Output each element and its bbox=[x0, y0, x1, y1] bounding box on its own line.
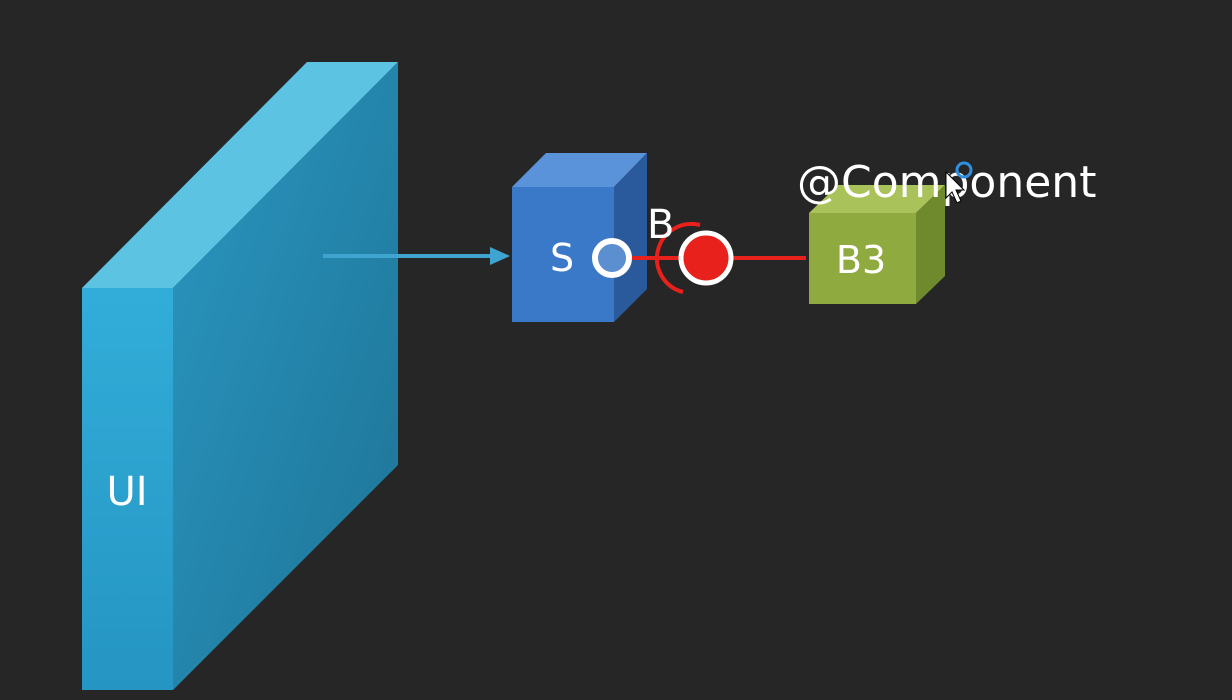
ui-block-label: UI bbox=[106, 469, 147, 515]
bean-block-top bbox=[809, 185, 945, 213]
service-block-top bbox=[512, 153, 647, 187]
service-block-label: S bbox=[550, 236, 574, 280]
ui-block: UI bbox=[82, 62, 398, 690]
ui-to-service-arrow bbox=[323, 247, 510, 265]
bean-block-side bbox=[916, 185, 945, 304]
bean-block-front bbox=[809, 213, 916, 304]
service-block: S bbox=[512, 153, 647, 322]
mouse-cursor-icon bbox=[945, 170, 966, 204]
arrow-head-icon bbox=[490, 247, 510, 265]
ui-block-front bbox=[82, 288, 173, 690]
connector-label: B bbox=[647, 202, 674, 248]
bean-block: B3 bbox=[809, 185, 945, 304]
service-block-side bbox=[614, 153, 647, 322]
required-interface-icon bbox=[678, 230, 734, 286]
required-socket-icon bbox=[654, 221, 701, 294]
provided-interface-icon bbox=[592, 238, 632, 278]
ui-block-top bbox=[82, 62, 398, 288]
bean-block-label: B3 bbox=[836, 238, 886, 282]
cursor-marker-icon bbox=[955, 161, 973, 179]
ui-block-side bbox=[173, 62, 398, 690]
